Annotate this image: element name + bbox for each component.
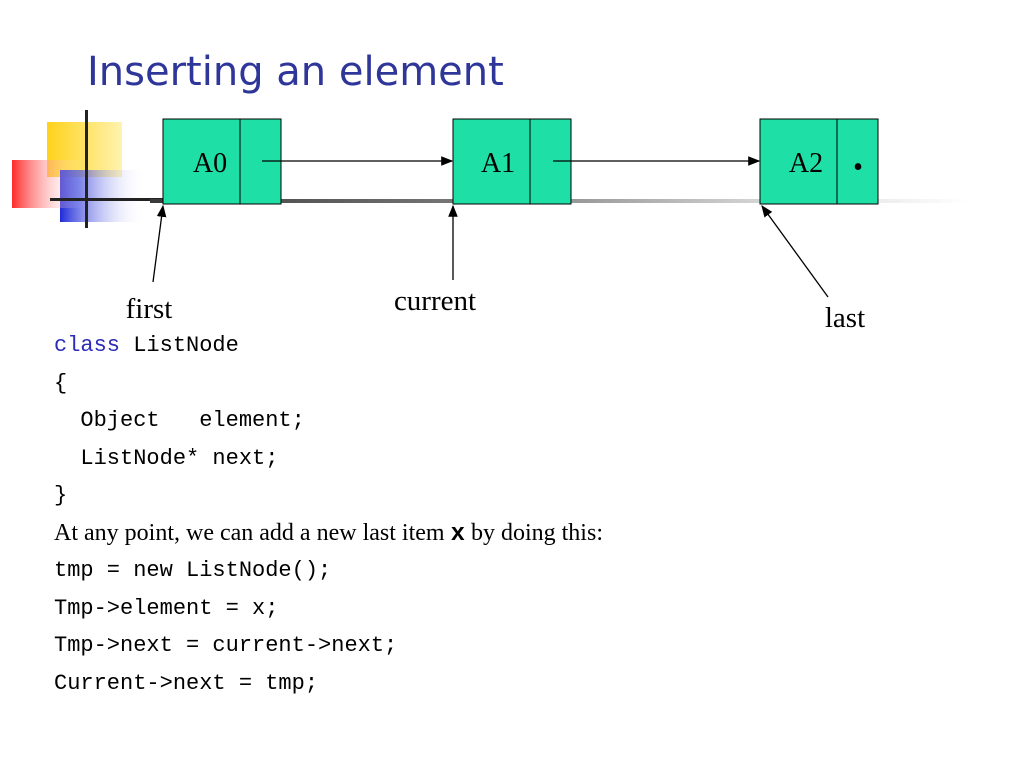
code-line-stmt-2: Tmp->element = x; [54,595,279,621]
list-node-a0: A0 [162,118,282,205]
code-line-stmt-3: Tmp->next = current->next; [54,633,398,658]
first-pointer-arrow [152,204,167,283]
node-box [162,118,282,205]
explanation-variable: x [450,520,465,548]
current-label: current [394,285,476,317]
code-line-field-element: Object element; [54,408,305,433]
first-label: first [126,293,173,325]
code-line-stmt-4: Current->next = tmp; [54,670,319,696]
node-label: A2 [789,148,823,179]
node-box [759,118,879,205]
explanation-before: At any point, we can add a new last item [54,519,451,546]
node-label: A0 [193,148,227,179]
corner-decoration [0,100,170,240]
linked-list-diagram: A0 A1 A2 • first current last [126,118,879,334]
code-listing: class ListNode { Object element; ListNod… [54,327,603,702]
explanation-text: At any point, we can add a new last item… [54,515,603,553]
code-line-field-next: ListNode* next; [54,445,279,471]
class-keyword: class [54,333,121,358]
last-label: last [825,302,865,334]
code-line-open-brace: { [54,370,68,396]
list-node-a2: A2 • [759,118,879,205]
class-name: ListNode [120,333,239,358]
code-line-stmt-1: tmp = new ListNode(); [54,558,332,583]
slide-title: Inserting an element [87,49,504,95]
last-pointer-arrow [761,205,829,298]
code-line-close-brace: } [54,483,68,508]
corner-decoration-graphic [12,110,165,228]
explanation-after: by doing this: [464,519,603,546]
node-null-marker: • [853,152,863,183]
code-line-class-decl: class ListNode [54,327,603,365]
node-label: A1 [481,148,515,179]
